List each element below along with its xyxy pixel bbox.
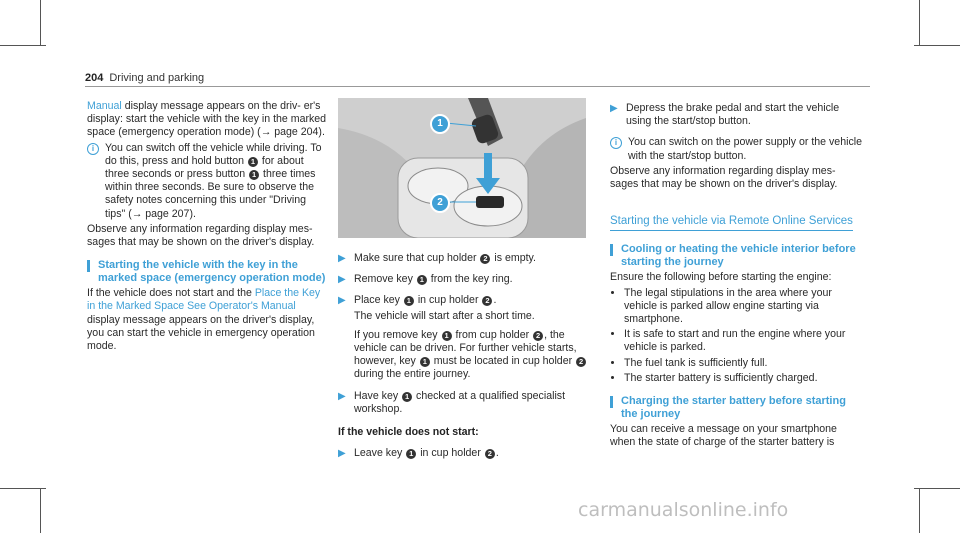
crop-mark [40, 0, 41, 46]
manual-link[interactable]: Manual [87, 100, 122, 112]
paragraph: You can receive a message on your smartp… [610, 423, 837, 449]
column-right: ▶ Depress the brake pedal and start the … [610, 102, 865, 451]
cup-holder-badge: 2 [482, 296, 493, 307]
list-item: The fuel tank is sufficiently full. [624, 357, 865, 370]
column-middle: 1 2 ▶ Make sure that cup holder 2 is emp… [338, 98, 588, 468]
column-left: Manual display message appears on the dr… [87, 100, 327, 355]
crop-mark [914, 488, 960, 489]
subheading-emergency-mode: Starting the vehicle with the key in the… [87, 259, 327, 285]
subheading-charging-battery: Charging the starter battery before star… [610, 395, 865, 421]
paragraph: Observe any information regarding displa… [87, 222, 315, 249]
page-header-title: Driving and parking [109, 72, 205, 84]
cup-holder-badge: 2 [533, 330, 544, 341]
place-key-link[interactable]: Place the Key in the Marked Space See Op… [87, 287, 321, 313]
bold-heading: If the vehicle does not start: [338, 426, 479, 439]
list-item: It is safe to start and run the engine w… [624, 328, 865, 354]
arrow-icon: ▶ [610, 103, 618, 114]
cup-holder-badge: 2 [576, 357, 587, 368]
paragraph: Manual display message appears on the dr… [87, 100, 327, 139]
crop-mark [0, 45, 46, 46]
crop-mark [0, 488, 46, 489]
requirements-list: The legal stipulations in the area where… [610, 287, 865, 385]
instruction-step: ▶ Make sure that cup holder 2 is empty. [338, 252, 536, 264]
cup-holder-badge: 2 [484, 449, 495, 460]
info-icon: i [610, 137, 622, 150]
instruction-step: ▶ Place key 1 in cup holder 2. The vehic… [338, 294, 588, 381]
subheading-cooling-heating: Cooling or heating the vehicle interior … [610, 243, 865, 269]
watermark: carmanualsonline.info [578, 499, 789, 521]
key-badge: 1 [416, 275, 427, 286]
info-note: i You can switch off the vehicle while d… [87, 142, 327, 221]
list-item: The legal stipulations in the area where… [624, 287, 865, 327]
crop-mark [40, 488, 41, 533]
info-icon: i [87, 142, 99, 155]
page-header: 204 Driving and parking [85, 72, 204, 85]
section-title-remote-services: Starting the vehicle via Remote Online S… [610, 215, 853, 232]
instruction-step: ▶ Remove key 1 from the key ring. [338, 273, 513, 286]
crop-mark [914, 45, 960, 46]
info-note: i You can switch on the power supply or … [610, 136, 865, 162]
header-divider [85, 86, 870, 87]
crop-mark [919, 0, 920, 46]
button-1-badge: 1 [247, 156, 258, 167]
key-badge: 1 [419, 357, 430, 368]
instruction-step: ▶ Have key 1 checked at a qualified spec… [338, 389, 566, 415]
key-badge: 1 [441, 330, 452, 341]
button-1-badge: 1 [249, 170, 260, 181]
key-badge: 1 [403, 296, 414, 307]
paragraph: If the vehicle does not start and the Pl… [87, 287, 321, 353]
page-number: 204 [85, 72, 104, 84]
arrow-icon: ▶ [338, 448, 346, 460]
arrow-icon: ▶ [338, 274, 346, 286]
list-item: The starter battery is sufficiently char… [624, 372, 865, 385]
callout-key: 1 [430, 114, 450, 134]
crop-mark [919, 488, 920, 533]
illustration-svg [338, 98, 586, 238]
paragraph: Observe any information regarding displa… [610, 164, 838, 191]
instruction-step: ▶ Depress the brake pedal and start the … [610, 102, 840, 128]
cup-holder-badge: 2 [480, 254, 491, 264]
cup-holder-illustration: 1 2 [338, 98, 586, 238]
key-badge: 1 [402, 391, 413, 402]
key-badge: 1 [406, 449, 417, 460]
arrow-icon: ▶ [338, 253, 346, 264]
arrow-icon: ▶ [338, 390, 346, 402]
arrow-icon: ▶ [338, 295, 346, 307]
paragraph: Ensure the following before starting the… [610, 271, 832, 284]
callout-cup-holder: 2 [430, 193, 450, 213]
instruction-step: ▶ Leave key 1 in cup holder 2. [338, 447, 499, 460]
